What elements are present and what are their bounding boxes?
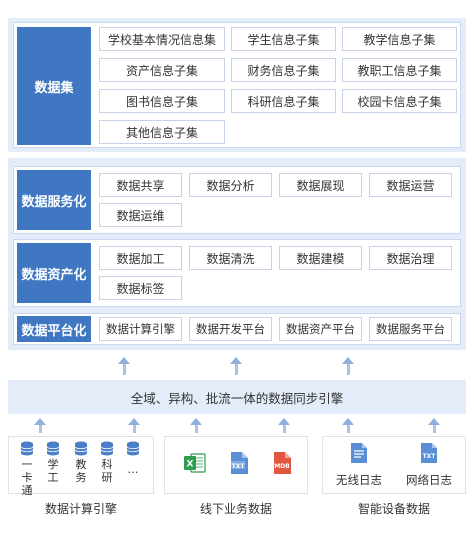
dataset-item[interactable]: 图书信息子集 bbox=[99, 89, 225, 113]
svg-text:TXT: TXT bbox=[423, 453, 437, 460]
txt-file-icon: TXT bbox=[228, 451, 250, 479]
database-icon bbox=[74, 441, 88, 460]
asset-label: 数据资产化 bbox=[17, 243, 91, 303]
wireless-log-label: 无线日志 bbox=[336, 473, 382, 487]
database-icon bbox=[100, 441, 114, 460]
arrow-stem bbox=[132, 425, 136, 433]
dataset-item[interactable]: 其他信息子集 bbox=[99, 120, 225, 144]
arrow-stem bbox=[432, 425, 436, 433]
service-label: 数据服务化 bbox=[17, 170, 91, 230]
database-icon bbox=[126, 441, 140, 460]
up-arrow-icon bbox=[342, 357, 354, 364]
up-arrow-icon bbox=[118, 357, 130, 364]
database-icon bbox=[20, 441, 34, 460]
service-item[interactable]: 数据运营 bbox=[369, 173, 452, 197]
platform-label: 数据平台化 bbox=[17, 316, 91, 342]
dataset-item[interactable]: 财务信息子集 bbox=[231, 58, 336, 82]
db-label-more: … bbox=[127, 463, 139, 476]
network-log-icon: TXT bbox=[419, 442, 439, 468]
up-arrow-icon bbox=[342, 418, 354, 425]
asset-item[interactable]: 数据清洗 bbox=[189, 246, 272, 270]
svg-text:MDB: MDB bbox=[274, 463, 290, 470]
dataset-label: 数据集 bbox=[17, 27, 91, 145]
svg-text:X: X bbox=[187, 460, 194, 470]
platform-item[interactable]: 数据计算引擎 bbox=[99, 317, 182, 341]
dataset-item[interactable]: 学校基本情况信息集 bbox=[99, 27, 225, 51]
device-source-box bbox=[322, 436, 466, 494]
dataset-item[interactable]: 科研信息子集 bbox=[231, 89, 336, 113]
up-arrow-icon bbox=[34, 418, 46, 425]
database-icon bbox=[46, 441, 60, 460]
service-item[interactable]: 数据展现 bbox=[279, 173, 362, 197]
mdb-file-icon: MDB bbox=[271, 451, 293, 479]
up-arrow-icon bbox=[428, 418, 440, 425]
dataset-item[interactable]: 学生信息子集 bbox=[231, 27, 336, 51]
asset-item[interactable]: 数据建模 bbox=[279, 246, 362, 270]
dataset-item[interactable]: 校园卡信息子集 bbox=[342, 89, 457, 113]
platform-item[interactable]: 数据开发平台 bbox=[189, 317, 272, 341]
up-arrow-icon bbox=[128, 418, 140, 425]
device-source-caption: 智能设备数据 bbox=[357, 502, 430, 516]
wireless-log-icon bbox=[349, 442, 369, 468]
arrow-stem bbox=[234, 364, 238, 375]
db-label-xuegong: 学工 bbox=[47, 458, 59, 484]
up-arrow-icon bbox=[190, 418, 202, 425]
up-arrow-icon bbox=[278, 418, 290, 425]
service-item[interactable]: 数据运维 bbox=[99, 203, 182, 227]
sync-label: 全域、异构、批流一体的数据同步引擎 bbox=[130, 390, 344, 406]
db-label-keyan: 科研 bbox=[101, 458, 113, 484]
offline-source-caption: 线下业务数据 bbox=[199, 502, 272, 516]
excel-file-icon: X bbox=[183, 451, 207, 479]
network-log-label: 网络日志 bbox=[406, 473, 452, 487]
arrow-stem bbox=[282, 425, 286, 433]
dataset-item[interactable]: 教职工信息子集 bbox=[342, 58, 457, 82]
engine-source-caption: 数据计算引擎 bbox=[44, 502, 117, 516]
asset-item[interactable]: 数据加工 bbox=[99, 246, 182, 270]
arrow-stem bbox=[346, 364, 350, 375]
arrow-stem bbox=[38, 425, 42, 433]
sync-bar: 全域、异构、批流一体的数据同步引擎 bbox=[8, 380, 466, 414]
db-label-jiaowu: 教务 bbox=[75, 458, 87, 484]
platform-item[interactable]: 数据服务平台 bbox=[369, 317, 452, 341]
asset-item[interactable]: 数据治理 bbox=[369, 246, 452, 270]
service-item[interactable]: 数据共享 bbox=[99, 173, 182, 197]
service-item[interactable]: 数据分析 bbox=[189, 173, 272, 197]
arrow-stem bbox=[346, 425, 350, 433]
dataset-item[interactable]: 资产信息子集 bbox=[99, 58, 225, 82]
dataset-item[interactable]: 教学信息子集 bbox=[342, 27, 457, 51]
arrow-stem bbox=[122, 364, 126, 375]
svg-text:TXT: TXT bbox=[232, 463, 246, 470]
db-label-yikatong: 一卡通 bbox=[21, 458, 33, 497]
arrow-stem bbox=[194, 425, 198, 433]
platform-item[interactable]: 数据资产平台 bbox=[279, 317, 362, 341]
asset-item[interactable]: 数据标签 bbox=[99, 276, 182, 300]
up-arrow-icon bbox=[230, 357, 242, 364]
